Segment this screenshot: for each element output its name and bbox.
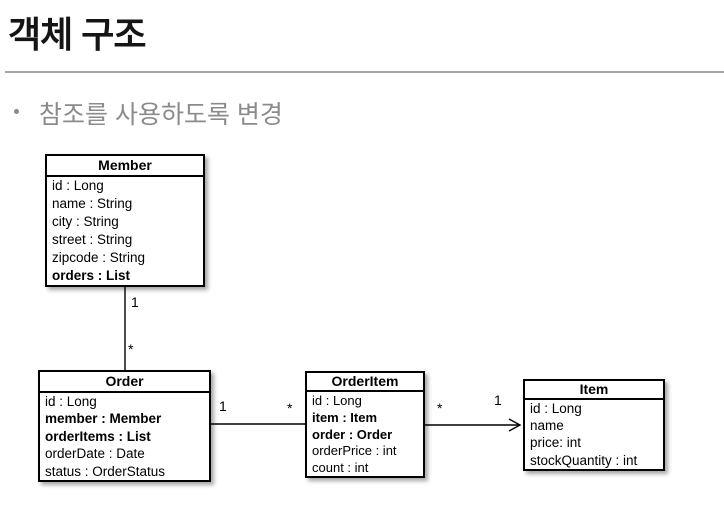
multiplicity-label: 1 (219, 398, 227, 414)
multiplicity-label: 1 (131, 294, 139, 310)
class-name: Member (47, 156, 203, 177)
class-box-orderitem: OrderItem id : Long item : Item order : … (305, 371, 425, 478)
class-attribute: name (530, 418, 564, 434)
class-attribute: name : String (52, 196, 133, 211)
class-attribute: street : String (52, 232, 133, 247)
class-attribute: price: int (530, 435, 582, 451)
multiplicity-label: 1 (494, 392, 502, 408)
multiplicity-label: * (437, 400, 443, 416)
class-attribute: order : Order (312, 426, 393, 442)
class-box-member: Member id : Long name : String city : St… (45, 154, 205, 287)
class-name: Item (525, 381, 663, 400)
class-attribute: member : Member (45, 411, 162, 427)
class-attribute: city : String (52, 214, 119, 229)
class-box-order: Order id : Long member : Member orderIte… (38, 370, 211, 482)
page-title: 객체 구조 (8, 14, 146, 55)
bullet-text: 참조를 사용하도록 변경 (39, 101, 283, 129)
class-attribute: orderDate : Date (45, 446, 145, 462)
class-attribute: id : Long (312, 393, 362, 408)
class-attribute: id : Long (52, 178, 104, 193)
multiplicity-label: * (287, 400, 293, 416)
class-attribute: count : int (312, 460, 369, 476)
bullet-dot-icon (14, 109, 19, 114)
class-attribute: item : Item (312, 409, 378, 425)
bullet-item: 참조를 사용하도록 변경 (12, 95, 283, 131)
class-attribute: id : Long (530, 401, 582, 416)
arrowhead-icon (508, 418, 522, 432)
class-name: Order (40, 372, 209, 393)
class-attribute: orderPrice : int (312, 443, 397, 459)
class-attribute: orders : List (52, 268, 131, 283)
class-name: OrderItem (307, 373, 423, 392)
class-attribute: id : Long (45, 394, 97, 409)
class-box-item: Item id : Long name price: int stockQuan… (523, 379, 665, 471)
class-attribute: zipcode : String (52, 250, 146, 265)
class-attribute: status : OrderStatus (45, 463, 166, 479)
multiplicity-label: * (128, 341, 134, 357)
title-divider (5, 71, 724, 73)
class-attribute: orderItems : List (45, 428, 151, 444)
class-attribute: stockQuantity : int (530, 452, 638, 468)
